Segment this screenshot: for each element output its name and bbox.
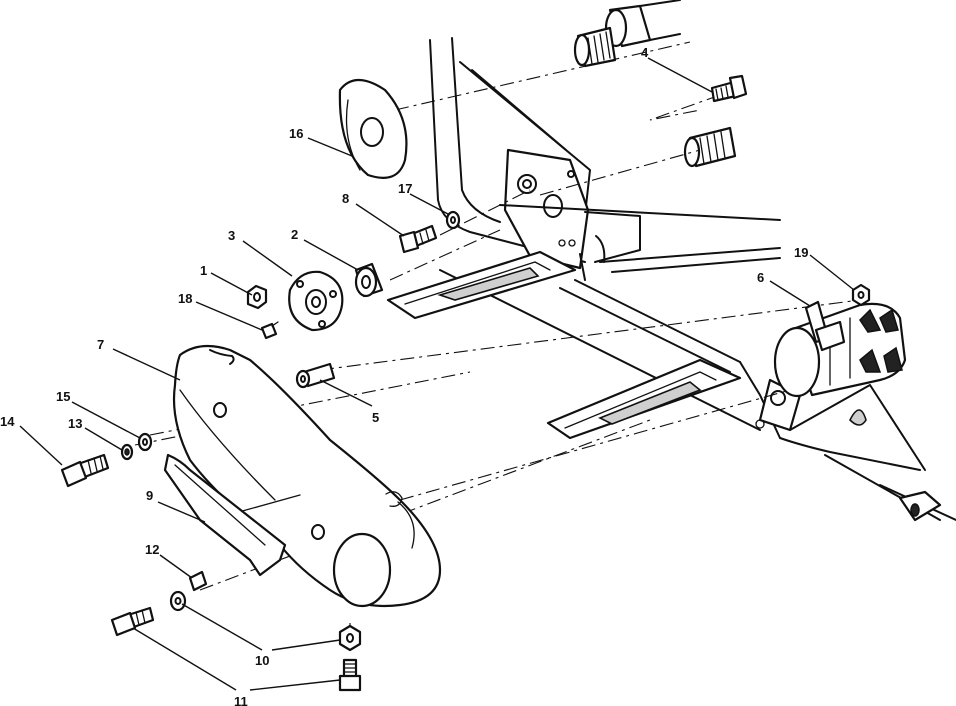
callout-3: 3 <box>228 228 235 243</box>
right-bearing-housing <box>773 302 907 398</box>
callout-2: 2 <box>291 227 298 242</box>
callout-12: 12 <box>145 542 159 557</box>
part-10-nut <box>338 624 362 652</box>
part-7-chaincase-cover <box>172 344 442 608</box>
part-6-clamp <box>804 300 846 352</box>
rear-bracket <box>898 490 942 522</box>
part-4-bolt <box>710 74 748 103</box>
part-2-spacer <box>354 262 384 298</box>
chassis-frame <box>429 37 956 521</box>
driveshaft-upper <box>573 0 681 68</box>
callout-13: 13 <box>68 416 82 431</box>
footrest-right <box>546 358 765 440</box>
part-18-grease-fitting <box>260 321 279 340</box>
part-8-bolt <box>398 224 438 254</box>
callout-8: 8 <box>342 191 349 206</box>
driveshaft-lower <box>683 126 737 168</box>
callout-10: 10 <box>255 653 269 668</box>
part-12-plug <box>188 570 208 592</box>
part-1-nut <box>246 284 268 310</box>
part-5-pin <box>295 362 336 389</box>
callout-labels: 1 2 3 4 5 6 7 8 9 10 11 12 13 14 15 16 1… <box>0 45 808 706</box>
callout-4: 4 <box>641 45 649 60</box>
part-9-gasket <box>163 453 287 577</box>
callout-19: 19 <box>794 245 808 260</box>
callout-16: 16 <box>289 126 303 141</box>
part-15-washer <box>137 432 153 452</box>
part-11-bolt-left <box>110 606 155 637</box>
callout-9: 9 <box>146 488 153 503</box>
callout-18: 18 <box>178 291 192 306</box>
callout-11: 11 <box>234 694 248 706</box>
part-3-bearing-flange <box>288 270 344 332</box>
callout-1: 1 <box>200 263 207 278</box>
callout-17: 17 <box>398 181 412 196</box>
part-17-washer <box>445 210 461 230</box>
callout-14: 14 <box>0 414 15 429</box>
footrest-left <box>386 250 577 320</box>
part-14-bolt <box>60 453 110 488</box>
part-11-bolt-bottom <box>338 658 362 692</box>
callout-7: 7 <box>97 337 104 352</box>
part-19-nut <box>851 283 871 307</box>
callout-5: 5 <box>372 410 379 425</box>
callout-15: 15 <box>56 389 70 404</box>
part-13-lock-washer <box>120 443 134 461</box>
callout-6: 6 <box>757 270 764 285</box>
part-10-washer <box>169 590 187 612</box>
part-16-disc <box>338 78 408 179</box>
leader-lines <box>19 57 855 691</box>
